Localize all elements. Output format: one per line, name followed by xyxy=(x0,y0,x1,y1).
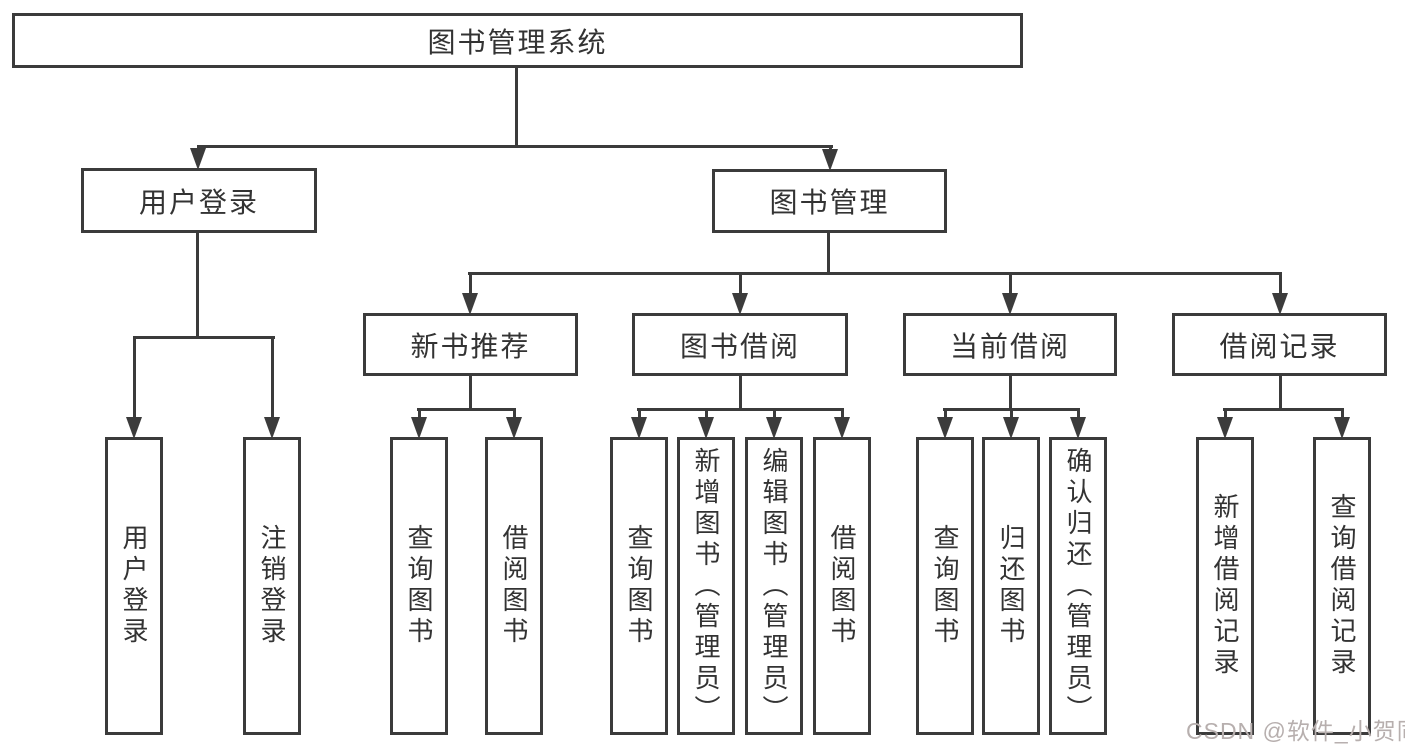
connector-mgmt-drop-4 xyxy=(1279,272,1282,297)
arrowhead-grpB-edit xyxy=(766,417,782,439)
connector-mgmt-drop-3 xyxy=(1009,272,1012,297)
node-new-book-recommend: 新书推荐 xyxy=(363,313,578,376)
arrowhead-grpB-add xyxy=(698,417,714,439)
node-current-borrow: 当前借阅 xyxy=(903,313,1117,376)
connector-grpB-stem xyxy=(739,376,742,411)
connector-login-bar xyxy=(133,336,275,339)
connector-grpB-drop-4 xyxy=(841,408,844,422)
leaf-query-book-2: 查询图书 xyxy=(610,437,668,735)
connector-grpD-bar xyxy=(1223,408,1344,411)
csdn-watermark: CSDN @软件_小贺同学 xyxy=(1186,718,1405,744)
arrowhead-leaf-logout xyxy=(264,417,280,439)
leaf-query-borrow-record: 查询借阅记录 xyxy=(1313,437,1371,735)
connector-grpC-stem xyxy=(1009,376,1012,411)
connector-login-drop-1 xyxy=(133,336,136,422)
arrowhead-current-borrow xyxy=(1002,293,1018,315)
leaf-query-book-3: 查询图书 xyxy=(916,437,974,735)
connector-mgmt-drop-1 xyxy=(469,272,472,297)
arrowhead-grpC-return xyxy=(1003,417,1019,439)
connector-root-stem xyxy=(515,66,518,147)
leaf-user-login: 用户登录 xyxy=(105,437,163,735)
connector-login-drop-2 xyxy=(271,336,274,422)
leaf-borrow-book-2: 借阅图书 xyxy=(813,437,871,735)
connector-mgmt-stem xyxy=(827,233,830,275)
leaf-logout: 注销登录 xyxy=(243,437,301,735)
arrowhead-user-login xyxy=(190,148,206,170)
leaf-confirm-return-admin: 确认归还（管理员） xyxy=(1049,437,1107,735)
connector-mgmt-bar xyxy=(468,272,1282,275)
arrowhead-grpB-borrow xyxy=(834,417,850,439)
arrowhead-grpA-query xyxy=(411,417,427,439)
connector-mgmt-drop-2 xyxy=(739,272,742,297)
leaf-edit-book-admin: 编辑图书（管理员） xyxy=(745,437,803,735)
leaf-add-borrow-record: 新增借阅记录 xyxy=(1196,437,1254,735)
arrowhead-grpD-query xyxy=(1334,417,1350,439)
node-borrow-record: 借阅记录 xyxy=(1172,313,1387,376)
connector-grpC-drop-2 xyxy=(1010,408,1013,422)
connector-grpA-drop-2 xyxy=(513,408,516,422)
arrowhead-leaf-user-login xyxy=(126,417,142,439)
connector-grpA-drop-1 xyxy=(418,408,421,422)
arrowhead-borrow-record xyxy=(1272,293,1288,315)
connector-grpC-drop-3 xyxy=(1077,408,1080,422)
arrowhead-grpD-add xyxy=(1217,417,1233,439)
node-root: 图书管理系统 xyxy=(12,13,1023,68)
leaf-add-book-admin: 新增图书（管理员） xyxy=(677,437,735,735)
connector-grpB-drop-1 xyxy=(638,408,641,422)
node-user-login: 用户登录 xyxy=(81,168,317,233)
connector-login-stem xyxy=(196,233,199,339)
connector-grpD-drop-2 xyxy=(1341,408,1344,422)
connector-grpB-drop-2 xyxy=(705,408,708,422)
leaf-return-book: 归还图书 xyxy=(982,437,1040,735)
arrowhead-grpC-query xyxy=(937,417,953,439)
connector-grpB-bar xyxy=(637,408,844,411)
connector-grpD-stem xyxy=(1279,376,1282,411)
node-book-management: 图书管理 xyxy=(712,169,947,233)
connector-grpC-drop-1 xyxy=(944,408,947,422)
node-book-borrow: 图书借阅 xyxy=(632,313,848,376)
connector-grpB-drop-3 xyxy=(773,408,776,422)
connector-grpA-bar xyxy=(417,408,516,411)
connector-grpA-stem xyxy=(469,376,472,411)
arrowhead-grpA-borrow xyxy=(506,417,522,439)
leaf-borrow-book-1: 借阅图书 xyxy=(485,437,543,735)
connector-root-bar xyxy=(197,145,833,148)
arrowhead-grpC-confirm xyxy=(1070,417,1086,439)
arrowhead-grpB-query xyxy=(631,417,647,439)
leaf-query-book-1: 查询图书 xyxy=(390,437,448,735)
connector-grpD-drop-1 xyxy=(1224,408,1227,422)
arrowhead-book-borrow xyxy=(732,293,748,315)
arrowhead-new-book-recommend xyxy=(462,293,478,315)
arrowhead-book-management xyxy=(822,149,838,171)
